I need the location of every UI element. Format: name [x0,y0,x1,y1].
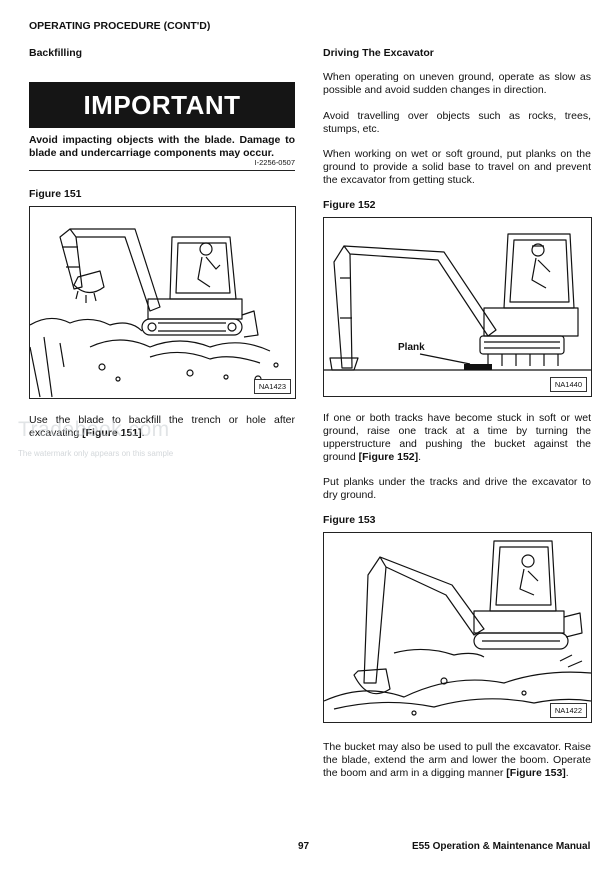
watermark-note: The watermark only appears on this sampl… [18,449,174,458]
watermark-site: Tradebook.com [18,418,170,441]
driving-paragraph-4-text: If one or both tracks have become stuck … [323,412,591,463]
manual-title: E55 Operation & Maintenance Manual [412,841,591,852]
figure-152-illustration [324,233,591,371]
driving-paragraph-2: Avoid travelling over objects such as ro… [323,110,591,135]
figure-153-reference[interactable]: [Figure 153] [506,767,566,779]
important-code: I-2256-0507 [254,158,295,167]
figure-152-plank-label: Plank [398,342,425,353]
figure-153-illustration [324,540,591,716]
figure-153-id: NA1422 [549,703,587,718]
driving-paragraph-6: The bucket may also be used to pull the … [323,741,591,780]
driving-paragraph-6-end: . [565,767,569,779]
driving-paragraph-1: When operating on uneven ground, operate… [323,71,591,96]
figure-152: Plank NA1440 [323,217,592,397]
figure-153: NA1422 [323,532,592,723]
driving-heading: Driving The Excavator [323,47,434,59]
section-title: OPERATING PROCEDURE (CONT'D) [29,20,211,32]
figure-152-reference[interactable]: [Figure 152] [358,451,419,463]
figure-152-label: Figure 152 [323,199,376,211]
driving-paragraph-5: Put planks under the tracks and drive th… [323,476,591,501]
page-number: 97 [298,841,310,852]
backfilling-text: Use the blade to backfill the trench or … [29,414,295,439]
important-text: Avoid impacting objects with the blade. … [29,134,295,159]
driving-paragraph-4-end: . [418,451,422,463]
figure-152-id: NA1440 [549,377,587,392]
backfilling-paragraph: Use the blade to backfill the trench or … [29,414,295,440]
backfilling-text-end: . [141,427,145,439]
important-rule [29,170,295,171]
figure-151-reference[interactable]: [Figure 151] [82,427,142,439]
figure-151-label: Figure 151 [29,188,82,200]
figure-151-id: NA1423 [253,379,291,394]
driving-paragraph-4: If one or both tracks have become stuck … [323,412,591,464]
figure-153-label: Figure 153 [323,514,376,526]
important-banner: IMPORTANT [29,82,295,128]
figure-151-illustration [30,228,279,398]
figure-151: NA1423 [29,206,296,399]
backfilling-heading: Backfilling [29,47,83,59]
driving-paragraph-6-text: The bucket may also be used to pull the … [323,741,591,779]
driving-paragraph-3: When working on wet or soft ground, put … [323,148,591,186]
